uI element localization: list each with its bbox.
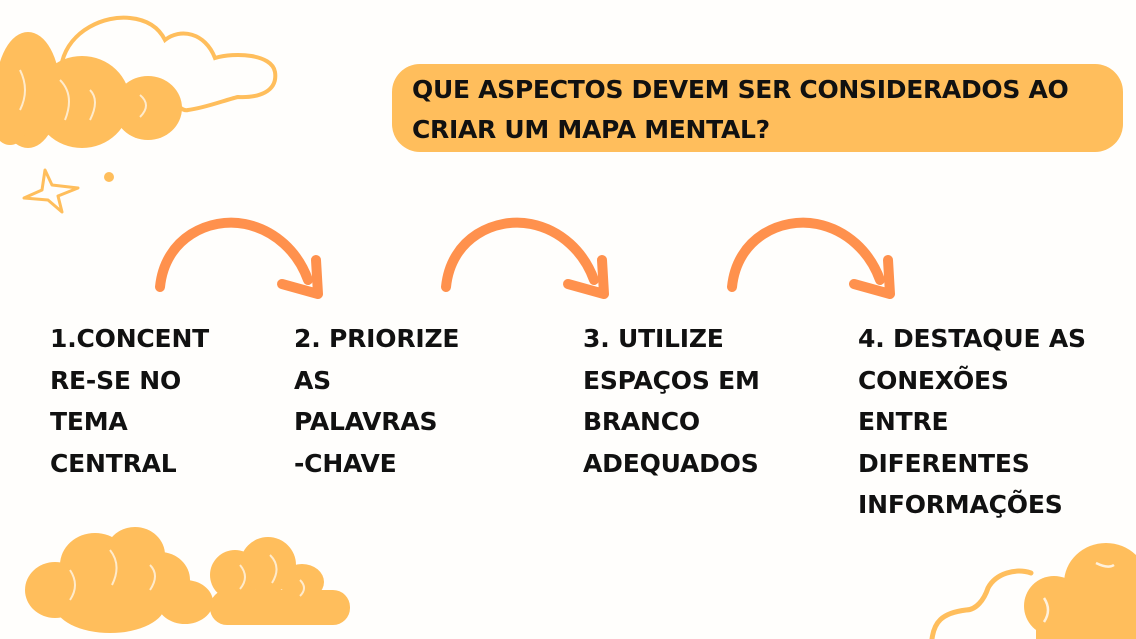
step-4-line: CONEXÕES [858,365,1009,395]
step-1-line: CENTRAL [50,448,177,478]
title-line-2: CRIAR UM MAPA MENTAL? [412,115,770,144]
step-3-line: ADEQUADOS [583,448,759,478]
step-2-line: -CHAVE [294,448,397,478]
step-4-line: 4. DESTAQUE AS [858,324,1086,353]
step-4-line: DIFERENTES [858,448,1030,478]
curved-arrow-icon [441,217,609,299]
curved-arrow-icon [155,217,323,299]
step-2-line: PALAVRAS [294,407,438,436]
step-3-line: ESPAÇOS EM [583,365,760,395]
step-4-line: INFORMAÇÕES [858,490,1063,519]
step-2: 2. PRIORIZE AS PALAVRAS -CHAVE [294,318,459,484]
title-line-1: QUE ASPECTOS DEVEM SER CONSIDERADOS AO [412,75,1069,104]
step-1-line: 1.CONCENT [50,324,210,353]
step-3-line: 3. UTILIZE [583,324,724,353]
cloud-icon [0,15,278,214]
step-2-line: 2. PRIORIZE [294,324,460,353]
star-icon [22,168,80,214]
cloud-icon [929,543,1136,639]
title-banner: QUE ASPECTOS DEVEM SER CONSIDERADOS AO C… [392,64,1123,152]
step-4-line: ENTRE [858,407,949,436]
step-1-line: RE-SE NO [50,365,182,395]
step-4: 4. DESTAQUE AS CONEXÕES ENTRE DIFERENTES… [858,318,1086,526]
step-1-line: TEMA [50,407,128,436]
step-2-line: AS [294,365,331,395]
step-3-line: BRANCO [583,407,700,436]
curved-arrow-icon [727,217,895,299]
step-3: 3. UTILIZE ESPAÇOS EM BRANCO ADEQUADOS [583,318,760,484]
step-1: 1.CONCENT RE-SE NO TEMA CENTRAL [50,318,209,484]
cloud-icon [25,527,350,633]
